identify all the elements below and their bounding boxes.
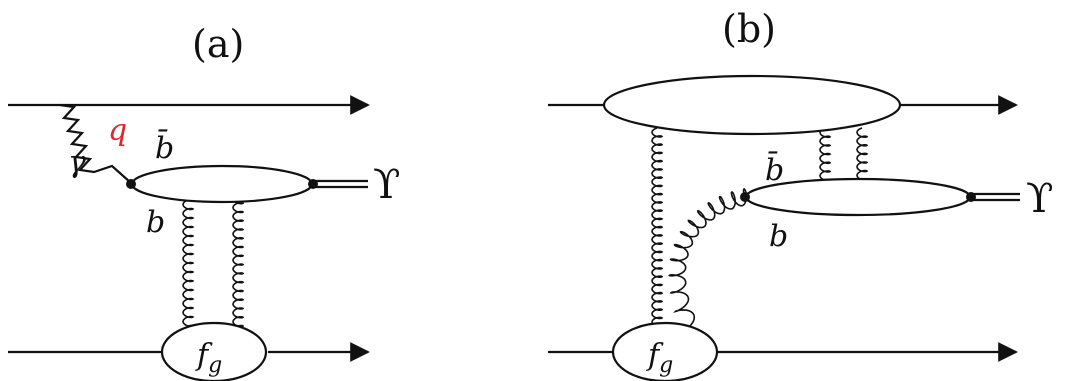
panel-b-vertex-right — [966, 192, 976, 202]
panel-b-gluon-long — [651, 127, 664, 328]
panel-a-gluon-density-blob — [160, 321, 268, 381]
panel-a-antiquark-label: b̄ — [155, 128, 174, 166]
panel-b-meson-label: ϒ — [1026, 176, 1053, 222]
panel-a-vertex-left — [126, 179, 136, 189]
panel-a-label: (a) — [192, 22, 244, 66]
panel-b-projectile-blob — [602, 74, 902, 136]
panel-a-vertex-right — [308, 179, 318, 189]
panel-b-gluon-curved — [667, 188, 748, 327]
panel-a: (a) γ q b̄ b fg ϒ — [8, 22, 400, 381]
panel-b-gluon-upper-left — [819, 127, 832, 182]
panel-b-antiquark-label: b̄ — [765, 150, 784, 188]
panel-b-gluon-density-blob — [611, 321, 719, 381]
panel-a-bbbar-loop — [130, 164, 314, 204]
panel-a-gluon-left — [182, 199, 195, 328]
panel-a-photon-line — [59, 103, 131, 183]
panel-b: (b) b̄ b fg ϒ — [548, 7, 1053, 381]
panel-a-quark-label: b — [146, 205, 165, 240]
panel-b-quark-label: b — [769, 219, 788, 254]
panel-b-vertex-left — [740, 192, 750, 202]
panel-a-meson-label: ϒ — [373, 162, 400, 208]
panel-a-virtuality-label: q — [108, 113, 127, 148]
panel-a-photon-label: γ — [68, 145, 86, 180]
panel-b-label: (b) — [722, 7, 776, 51]
